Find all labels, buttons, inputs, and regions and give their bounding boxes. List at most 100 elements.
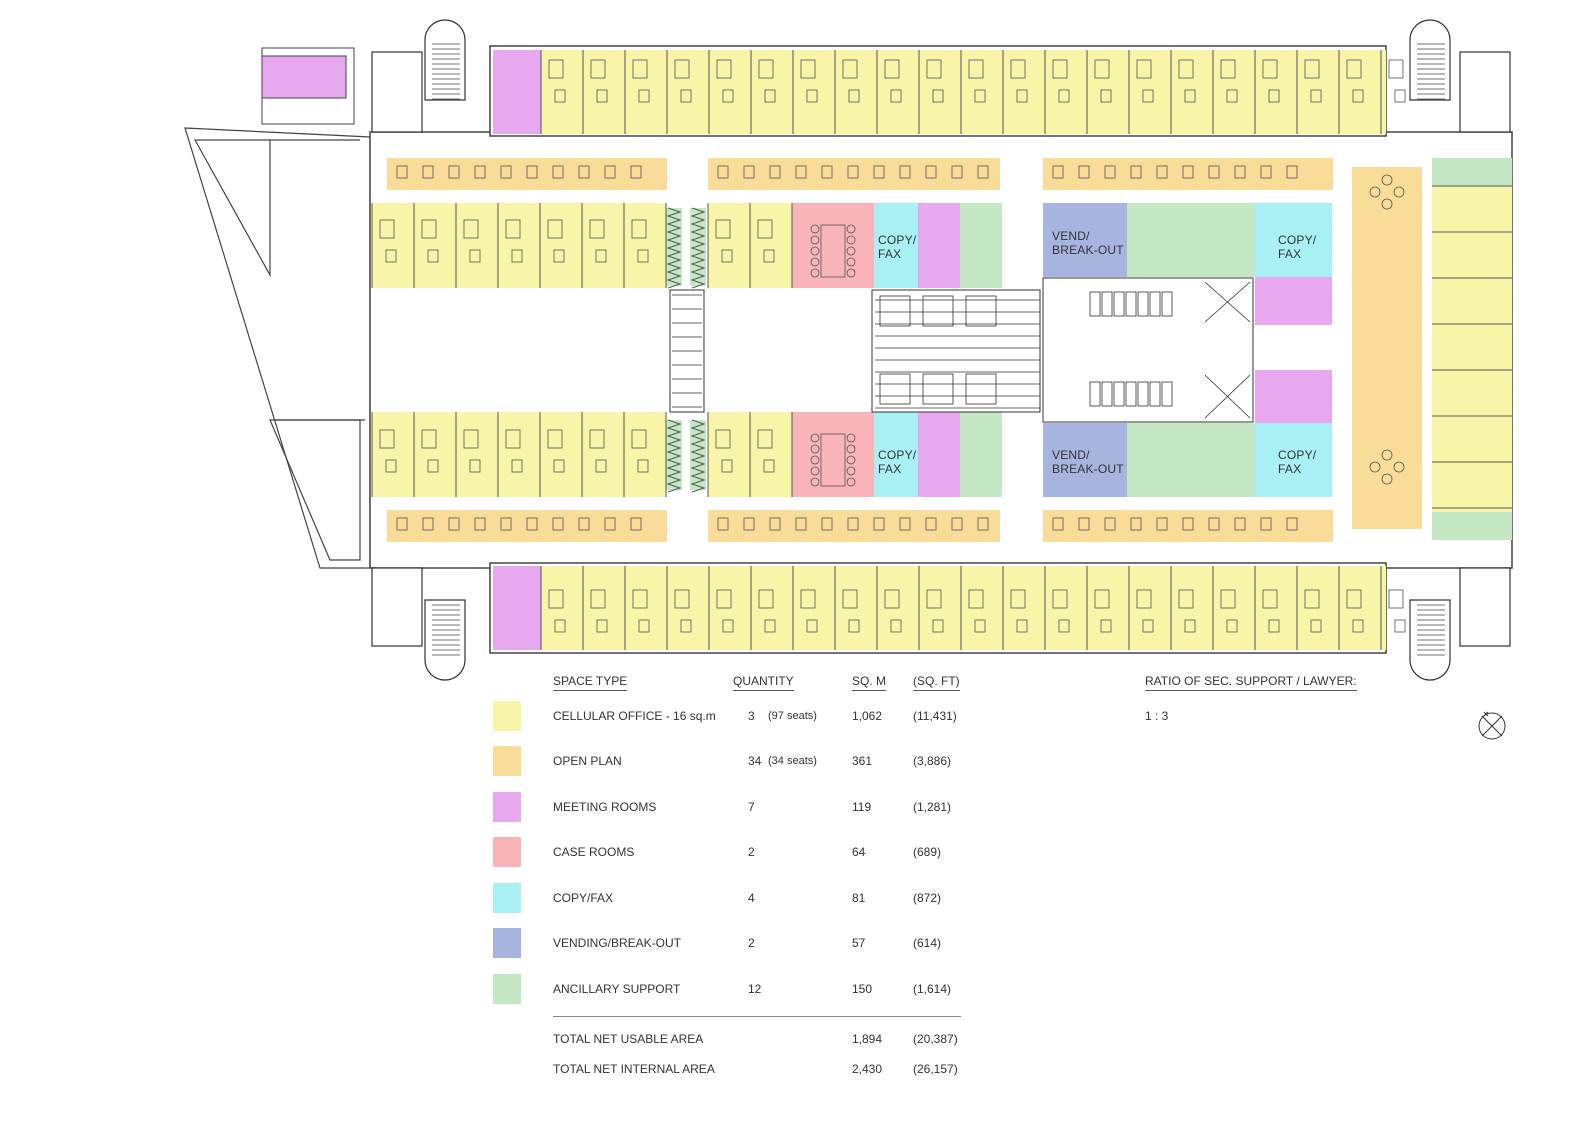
- open-plan-row: [1043, 158, 1333, 190]
- case-room-top: [792, 203, 874, 288]
- chair: [385, 249, 397, 263]
- workstation: [526, 517, 538, 531]
- chair: [890, 619, 902, 633]
- zigzag: [666, 419, 682, 493]
- chair: [596, 619, 608, 633]
- chair: [1058, 619, 1070, 633]
- chair: [1310, 89, 1322, 103]
- chair: [595, 249, 607, 263]
- office-partitions: [371, 50, 1512, 650]
- desk: [884, 59, 900, 79]
- workstation: [847, 517, 859, 531]
- seat: [846, 455, 856, 465]
- chair: [595, 459, 607, 473]
- legend-quantity: 34: [748, 754, 762, 768]
- workstation: [422, 517, 434, 531]
- desk: [1304, 589, 1320, 609]
- seat: [810, 268, 820, 278]
- cellular-strip-top: [541, 50, 1386, 134]
- desk: [1220, 589, 1236, 609]
- round-table-seat: [1381, 198, 1393, 210]
- workstation: [630, 165, 642, 179]
- legend-swatch: [493, 701, 521, 731]
- workstation: [604, 517, 616, 531]
- workstation: [552, 517, 564, 531]
- ancillary-room: [1127, 203, 1255, 277]
- desk: [926, 59, 942, 79]
- workstation: [474, 165, 486, 179]
- copy-fax-room: [874, 203, 918, 288]
- seat: [846, 268, 856, 278]
- desk: [631, 219, 647, 239]
- workstation: [769, 165, 781, 179]
- round-table-seat: [1393, 461, 1405, 473]
- total-label: TOTAL NET USABLE AREA: [553, 1032, 704, 1046]
- chair: [1016, 619, 1028, 633]
- chair: [932, 89, 944, 103]
- desk: [589, 429, 605, 449]
- desk: [1094, 589, 1110, 609]
- seat: [846, 477, 856, 487]
- legend-header-quantity: QUANTITY: [733, 674, 794, 691]
- copy-fax-label-2b: FAX: [1278, 247, 1301, 261]
- desk: [547, 429, 563, 449]
- desk: [1136, 59, 1152, 79]
- legend-sqft: (1,281): [913, 800, 952, 814]
- seat: [810, 455, 820, 465]
- desk: [842, 589, 858, 609]
- wc: [1149, 291, 1161, 317]
- workstation: [526, 165, 538, 179]
- stair-hatching: [432, 43, 1445, 656]
- lift-car: [965, 373, 997, 405]
- desk: [800, 589, 816, 609]
- seat: [846, 257, 856, 267]
- meeting-room-bottom: [493, 566, 541, 650]
- legend-quantity: 7: [748, 800, 755, 814]
- workstation: [1052, 517, 1064, 531]
- wc: [1149, 381, 1161, 407]
- ancillary-room: [1127, 423, 1255, 497]
- desk: [1178, 59, 1194, 79]
- workstation: [1234, 517, 1246, 531]
- desk: [1010, 589, 1026, 609]
- legend-sqm: 64: [852, 845, 866, 859]
- wc: [1137, 291, 1149, 317]
- legend-quantity: 3: [748, 709, 755, 723]
- workstation: [873, 517, 885, 531]
- desk: [379, 219, 395, 239]
- desk: [1052, 589, 1068, 609]
- cellular-strip-bottom: [541, 566, 1386, 650]
- desk: [716, 59, 732, 79]
- zigzag: [690, 419, 706, 493]
- legend-sqm: 150: [852, 982, 873, 996]
- chair: [469, 249, 481, 263]
- case-room-bottom: [792, 412, 874, 497]
- chair: [763, 249, 775, 263]
- legend-sqm: 119: [852, 800, 872, 814]
- desk: [590, 589, 606, 609]
- desk: [548, 589, 564, 609]
- legend-sqm: 57: [852, 936, 866, 950]
- seat: [846, 224, 856, 234]
- desk: [800, 59, 816, 79]
- seat: [810, 224, 820, 234]
- workstation: [552, 165, 564, 179]
- chair: [554, 619, 566, 633]
- cellular-block: [372, 412, 666, 497]
- desk: [842, 59, 858, 79]
- chair: [890, 89, 902, 103]
- wc: [1113, 381, 1125, 407]
- chair: [1184, 619, 1196, 633]
- chair: [427, 249, 439, 263]
- legend-quantity: 4: [748, 891, 755, 905]
- seat: [846, 466, 856, 476]
- chair: [721, 459, 733, 473]
- legend-swatch: [493, 746, 521, 776]
- external-meeting-room: [261, 55, 347, 99]
- legend-sqft: (1,614): [913, 982, 952, 996]
- shaft-cross: [1204, 281, 1251, 323]
- chair: [1016, 89, 1028, 103]
- workstation: [1208, 165, 1220, 179]
- round-table-seat: [1369, 461, 1381, 473]
